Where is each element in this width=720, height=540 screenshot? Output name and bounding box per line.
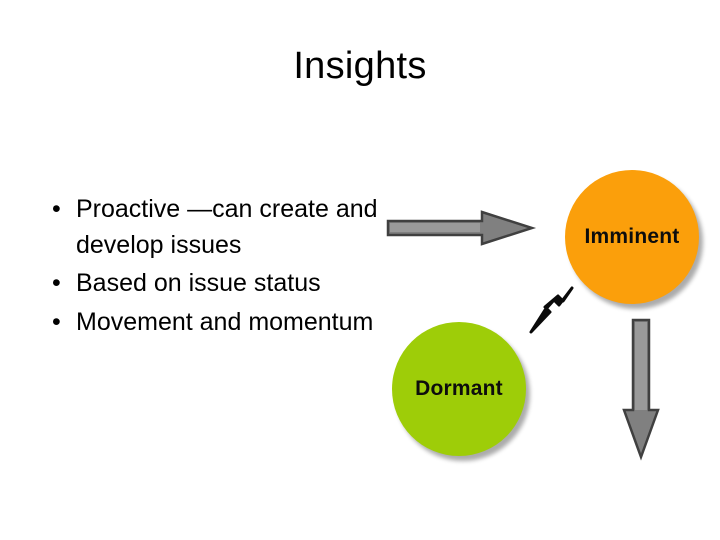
bullet-marker-icon: • [52, 307, 61, 336]
list-item: • Proactive —can create and develop issu… [36, 192, 386, 263]
bullet-marker-icon: • [52, 269, 61, 297]
list-item-text: Proactive —can create and develop issues [76, 195, 378, 259]
page-title: Insights [293, 45, 427, 87]
node-imminent-label: Imminent [584, 225, 680, 248]
arrow-diagonal-shape [529, 286, 574, 334]
node-imminent: Imminent [565, 170, 699, 304]
arrow-down-highlight [635, 322, 647, 410]
node-dormant: Dormant [392, 322, 526, 456]
list-item: • Based on issue status [36, 266, 386, 302]
arrow-right-icon [386, 210, 537, 246]
bullet-list: • Proactive —can create and develop issu… [36, 192, 386, 343]
list-item-text: Based on issue status [76, 269, 321, 297]
list-item-text: Movement and momentum [76, 307, 374, 336]
bullet-marker-icon: • [52, 195, 61, 223]
node-dormant-label: Dormant [415, 377, 503, 400]
arrow-right-highlight [390, 223, 480, 232]
list-item: • Movement and momentum [36, 305, 386, 341]
arrow-diagonal-up-right-icon [529, 286, 574, 334]
arrow-down-icon [622, 318, 660, 461]
